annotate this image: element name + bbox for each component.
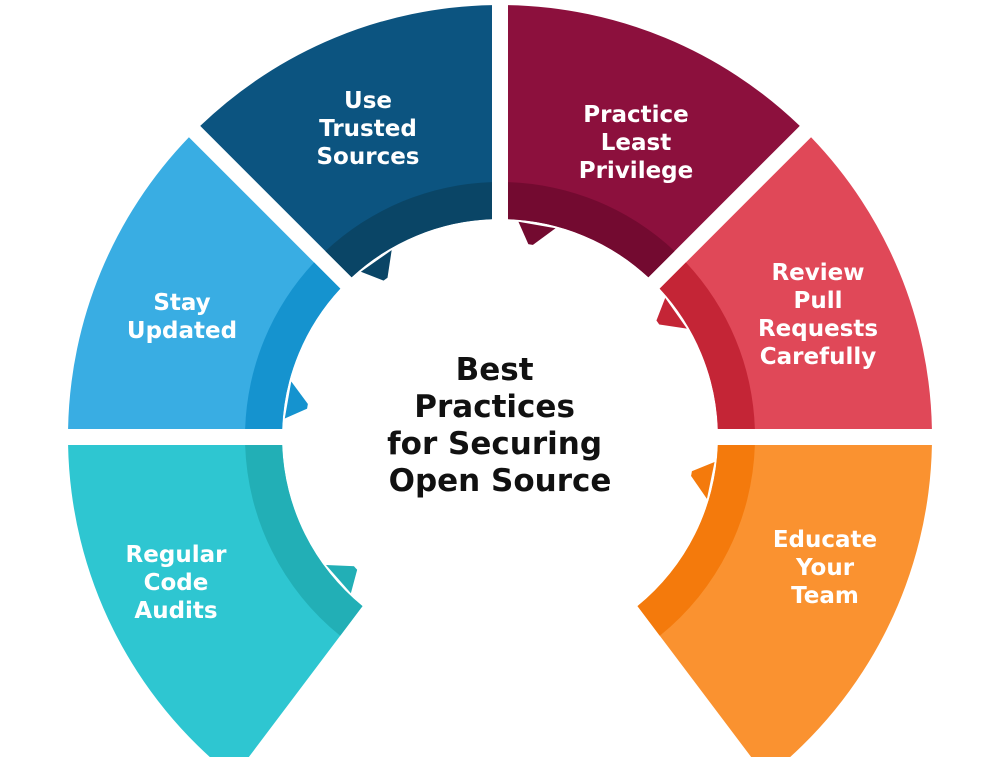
segment-review-pull-requests-carefully [655,137,932,430]
segment-review-pull-requests-carefully-label-line-3: Requests [758,316,878,342]
segment-regular-code-audits-notch [326,564,359,594]
segment-review-pull-requests-carefully-label-line-2: Pull [794,288,843,314]
center-title: Best Practices for Securing Open Source [387,352,613,499]
segments-layer [68,5,932,757]
segment-practice-least-privilege-label-line-1: Practice [583,102,688,128]
segment-use-trusted-sources-label-line-3: Sources [316,144,419,170]
segment-practice-least-privilege [507,5,800,278]
segment-regular-code-audits-label-line-2: Code [144,570,209,596]
segment-educate-your-team-label-line-2: Your [795,555,855,581]
segment-review-pull-requests-carefully-label-line-4: Carefully [760,344,876,370]
segment-practice-least-privilege-label-line-2: Least [601,130,671,156]
segment-review-pull-requests-carefully-inner-band [659,262,755,430]
segment-use-trusted-sources-label-line-1: Use [344,88,392,114]
segment-practice-least-privilege-label-line-3: Privilege [579,158,694,184]
segment-use-trusted-sources [200,5,493,282]
segment-stay-updated-notch [284,381,311,419]
segment-practice-least-privilege-notch [518,221,556,248]
center-title-line-3: for Securing [387,426,602,462]
segment-stay-updated-inner-band [245,262,341,430]
segment-educate-your-team [637,444,932,757]
center-title-line-2: Practices [414,389,575,425]
segment-stay-updated-label-line-1: Stay [153,290,210,316]
center-title-line-1: Best [456,352,534,388]
segment-educate-your-team-inner-band [637,444,755,636]
segment-review-pull-requests-carefully-label-line-1: Review [771,260,864,286]
segment-regular-code-audits-inner-band [245,444,363,636]
center-title-line-4: Open Source [389,463,612,499]
center-circle [305,242,695,632]
segment-use-trusted-sources-label-line-2: Trusted [319,116,417,142]
segment-educate-your-team-notch [688,462,715,499]
segment-regular-code-audits [68,444,363,757]
segment-use-trusted-sources-inner-band [325,182,493,278]
segment-use-trusted-sources-notch [360,250,392,282]
segment-educate-your-team-label-line-3: Team [791,583,859,609]
segment-regular-code-audits-label-line-1: Regular [126,542,228,568]
segment-practice-least-privilege-inner-band [507,182,675,278]
segment-educate-your-team-label-line-1: Educate [773,527,877,553]
segment-stay-updated [68,137,341,430]
segment-stay-updated-label-line-2: Updated [127,318,237,344]
segment-review-pull-requests-carefully-notch [655,297,687,329]
segment-regular-code-audits-label-line-3: Audits [134,598,217,624]
